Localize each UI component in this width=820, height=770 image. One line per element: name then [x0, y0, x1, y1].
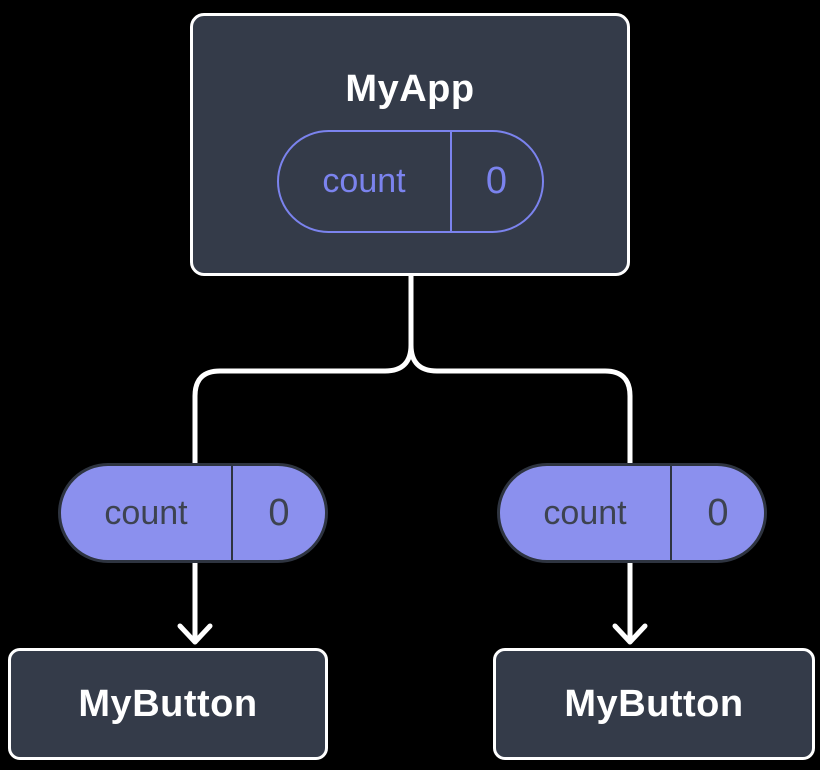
arrow-left-head — [177, 623, 213, 645]
state-name-label: count — [500, 466, 672, 560]
arrow-right-head — [612, 623, 648, 645]
node-myapp: MyApp count 0 — [190, 13, 630, 276]
state-pill-root: count 0 — [276, 130, 544, 233]
state-pill-left-child: count 0 — [58, 463, 328, 563]
state-value: 0 — [707, 491, 729, 534]
node-mybutton-right: MyButton — [493, 648, 815, 760]
node-mybutton-label: MyButton — [564, 682, 744, 725]
node-myapp-title: MyApp — [345, 68, 475, 110]
arrow-down-icon — [177, 557, 213, 645]
state-name-label: count — [61, 466, 233, 560]
state-pill-right-child: count 0 — [497, 463, 767, 563]
arrow-down-icon — [612, 557, 648, 645]
branch-right-line — [408, 342, 633, 473]
state-value: 0 — [485, 160, 508, 202]
node-mybutton-left: MyButton — [8, 648, 328, 760]
node-mybutton-label: MyButton — [78, 682, 258, 725]
state-value: 0 — [268, 491, 290, 534]
state-name-label: count — [279, 132, 452, 231]
branch-left-line — [192, 267, 414, 473]
